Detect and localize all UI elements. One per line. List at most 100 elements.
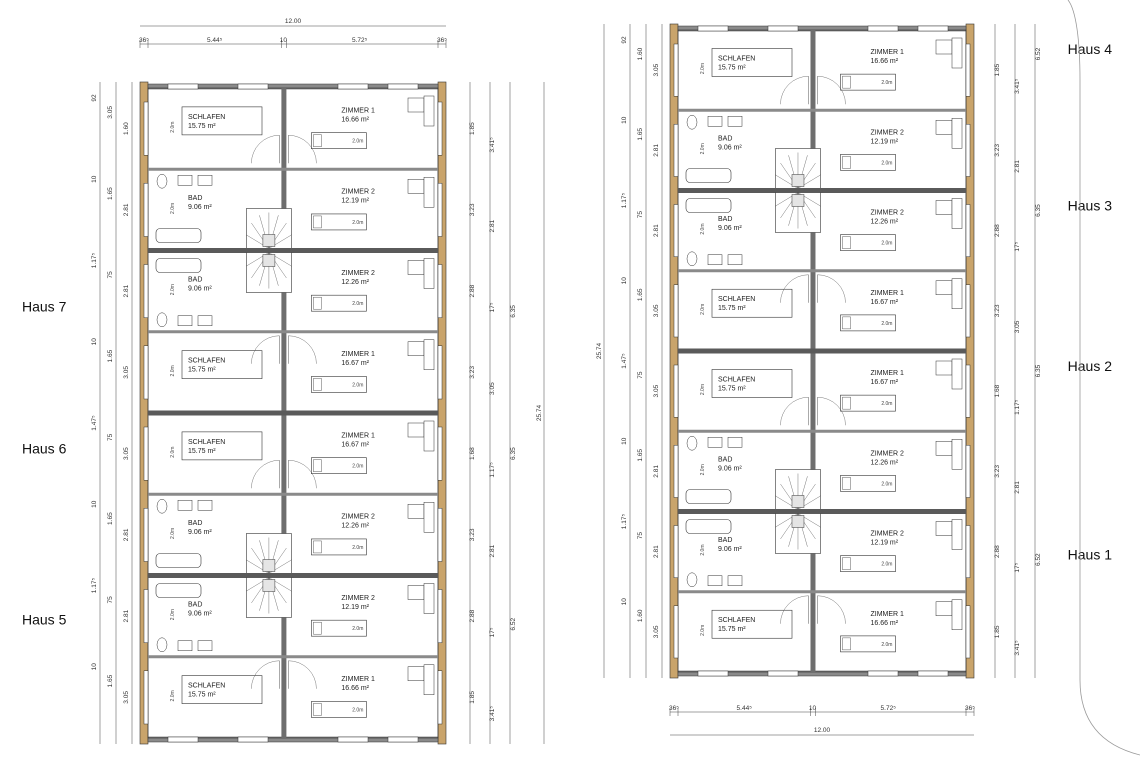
desk: [935, 441, 953, 456]
washbasin: [727, 575, 743, 586]
dimension-value: 1.85: [469, 122, 476, 135]
room-name: ZIMMER 2: [341, 270, 375, 277]
dimension-value: 3.23: [994, 144, 1001, 157]
dimension-value: 10: [621, 277, 628, 285]
window: [167, 83, 199, 90]
door-swing: [251, 335, 280, 364]
room-name: SCHLAFEN: [188, 114, 225, 121]
room-area: 16.67 m²: [341, 441, 369, 448]
dimension-value: 1.60: [637, 47, 644, 60]
dimension-value: 1.47⁵: [621, 353, 628, 369]
washbasin: [197, 500, 213, 511]
bed-size-label: 2.0m: [352, 139, 363, 145]
dimension-value: 5.44⁵: [207, 37, 223, 44]
bed-frame: [311, 132, 367, 149]
dimension-value: 2.81: [1014, 160, 1021, 173]
dimension-value: 1.65: [637, 288, 644, 301]
window-side: [673, 605, 679, 659]
stair-core: [791, 495, 805, 508]
washbasin: [727, 437, 743, 448]
room-area: 16.67 m²: [341, 360, 369, 367]
room-name: BAD: [718, 537, 732, 544]
window: [917, 670, 949, 677]
room-area: 12.26 m²: [341, 523, 369, 530]
window: [867, 670, 899, 677]
dimension-value: 1.68: [994, 384, 1001, 397]
bed-pillow: [842, 236, 851, 249]
room-area: 12.19 m²: [341, 198, 369, 205]
door-swing: [780, 595, 809, 624]
bathtub: [685, 198, 732, 213]
bed-size-label: 2.0m: [352, 382, 363, 388]
desk: [935, 360, 953, 376]
room-name: SCHLAFEN: [718, 617, 755, 624]
bed-frame: [840, 555, 896, 572]
window-side: [143, 101, 149, 156]
room-area: 12.19 m²: [870, 540, 898, 547]
desk: [935, 280, 953, 295]
bed-schlafen: [181, 675, 263, 704]
washbasin: [707, 575, 723, 586]
washbasin: [197, 640, 213, 651]
wardrobe: [423, 664, 435, 695]
room-area: 9.06 m²: [718, 546, 742, 553]
room-area: 15.75 m²: [188, 367, 216, 374]
dimension-value: 75: [107, 271, 114, 279]
party-wall: [148, 655, 438, 659]
dimension-value: 3.05: [107, 106, 114, 119]
room-name: SCHLAFEN: [718, 296, 755, 303]
bed-frame: [311, 376, 367, 393]
door-swing: [780, 76, 809, 105]
bed-pillow: [313, 134, 322, 147]
window: [337, 736, 369, 743]
wardrobe: [423, 339, 435, 370]
haus-stack-dimension: 6.35: [510, 305, 517, 318]
door-swing: [251, 135, 280, 164]
window-side: [437, 183, 443, 237]
desk: [407, 179, 425, 194]
window-side: [965, 124, 971, 177]
window-side: [965, 445, 971, 498]
dimension-value: 75: [107, 433, 114, 441]
haus-stack-dimension: 6.52: [1035, 553, 1042, 566]
party-wall: [148, 573, 438, 578]
door-swing: [817, 274, 846, 303]
dimension-value: 3.05: [653, 384, 660, 397]
bathtub: [155, 228, 202, 243]
party-wall: [148, 492, 438, 496]
party-wall: [148, 410, 438, 416]
dimension-value: 1.85: [994, 63, 1001, 76]
bed-size-label: 2.0m: [700, 464, 706, 475]
window-side: [437, 589, 443, 643]
bed-frame: [311, 701, 367, 718]
desk: [935, 601, 953, 616]
window-side: [143, 426, 149, 481]
window-side: [437, 101, 443, 156]
bathtub: [155, 553, 202, 568]
desk: [407, 422, 425, 438]
dimension-value: 3.41⁵: [489, 706, 496, 722]
door-swing: [288, 135, 317, 164]
desk: [407, 504, 425, 519]
dimension-value: 10: [621, 116, 628, 124]
room-name: BAD: [188, 601, 202, 608]
window-side: [437, 670, 443, 725]
party-wall: [148, 248, 438, 253]
room-name: BAD: [718, 457, 732, 464]
bed-frame: [840, 154, 896, 171]
door-swing: [817, 397, 846, 426]
dimension-value: 75: [637, 532, 644, 540]
window: [237, 83, 269, 90]
window-side: [437, 508, 443, 562]
washbasin: [727, 254, 743, 265]
room-name: BAD: [718, 216, 732, 223]
dimension-value: 1.47⁵: [91, 415, 98, 431]
dimension-value: 2.81: [489, 544, 496, 557]
window-side: [965, 284, 971, 338]
